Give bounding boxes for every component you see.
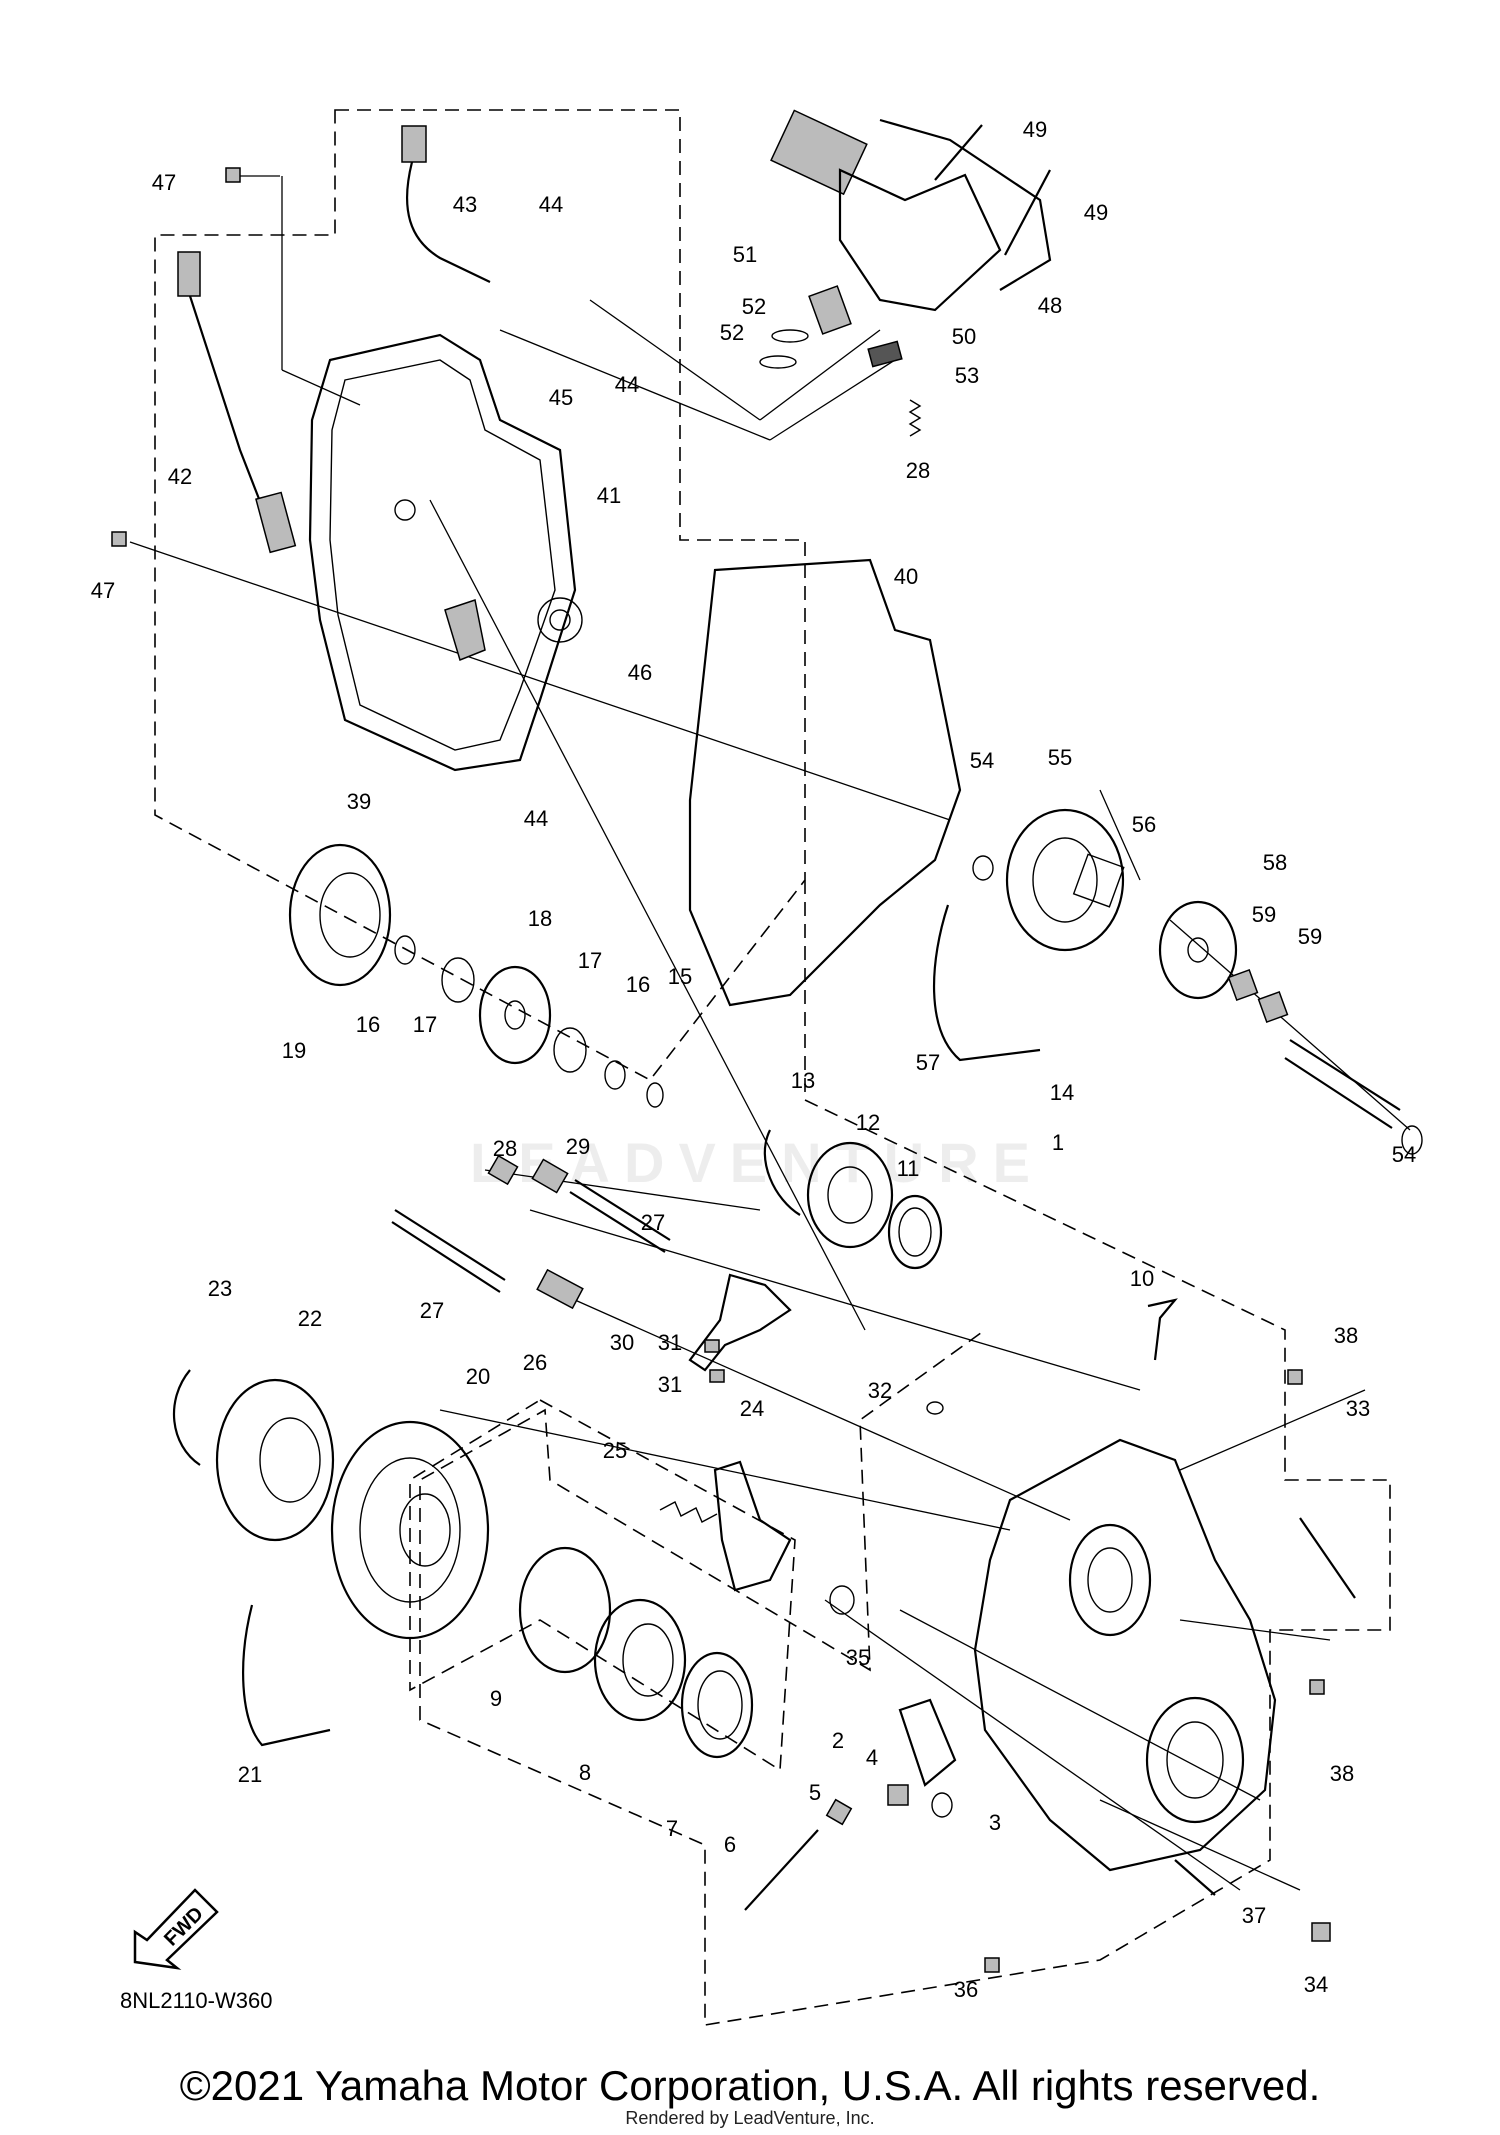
part-callout-55: 55 <box>1048 745 1072 770</box>
drive-chain-lower <box>242 1604 331 1747</box>
part-callout-16: 16 <box>356 1012 380 1037</box>
part-callout-59: 59 <box>1298 924 1322 949</box>
part-callout-28: 28 <box>493 1136 517 1161</box>
part-callout-21: 21 <box>238 1762 262 1787</box>
part-callout-7: 7 <box>666 1816 678 1841</box>
part-callout-56: 56 <box>1132 812 1156 837</box>
forward-direction-arrow: FWD <box>133 1888 219 1970</box>
part-callout-38: 38 <box>1334 1323 1358 1348</box>
part-callout-24: 24 <box>740 1396 764 1421</box>
part-callout-29: 29 <box>566 1134 590 1159</box>
drive-chain-upper <box>933 904 1041 1062</box>
part-callout-39: 39 <box>347 789 371 814</box>
part-callout-6: 6 <box>724 1832 736 1857</box>
part-callout-13: 13 <box>791 1068 815 1093</box>
bearing-set-boundary <box>409 1399 796 1772</box>
part-callout-59: 59 <box>1252 902 1276 927</box>
part-callout-36: 36 <box>954 1977 978 2002</box>
part-callout-35: 35 <box>846 1645 870 1670</box>
part-callout-50: 50 <box>952 324 976 349</box>
part-callout-47: 47 <box>91 578 115 603</box>
part-callout-38: 38 <box>1330 1761 1354 1786</box>
exploded-parts-diagram: 1234567891011121314151616171718192021222… <box>91 109 1423 2026</box>
gear-case <box>898 1438 1277 1872</box>
part-callout-48: 48 <box>1038 293 1062 318</box>
part-callout-23: 23 <box>208 1276 232 1301</box>
drive-sprocket-set <box>972 808 1423 1155</box>
position-sensor-lead <box>401 125 491 283</box>
part-callout-52: 52 <box>742 294 766 319</box>
part-callout-37: 37 <box>1242 1903 1266 1928</box>
part-callout-43: 43 <box>453 192 477 217</box>
copyright-notice: ©2021 Yamaha Motor Corporation, U.S.A. A… <box>179 2062 1321 2109</box>
part-callout-14: 14 <box>1050 1080 1074 1105</box>
part-callout-30: 30 <box>610 1330 634 1355</box>
part-callout-12: 12 <box>856 1110 880 1135</box>
shift-shafts-and-fork <box>391 1154 792 1383</box>
part-callout-27: 27 <box>641 1210 665 1235</box>
part-callout-10: 10 <box>1130 1266 1154 1291</box>
cover-gasket <box>688 558 962 1007</box>
part-callout-8: 8 <box>579 1760 591 1785</box>
part-callout-44: 44 <box>615 372 639 397</box>
part-callout-44: 44 <box>524 806 548 831</box>
part-callout-18: 18 <box>528 906 552 931</box>
part-callout-41: 41 <box>597 483 621 508</box>
output-gear-set <box>172 1369 490 1640</box>
main-bearings <box>763 1129 943 1270</box>
part-callout-49: 49 <box>1023 117 1047 142</box>
part-callout-46: 46 <box>628 660 652 685</box>
part-callout-49: 49 <box>1084 200 1108 225</box>
part-callout-42: 42 <box>168 464 192 489</box>
part-callout-53: 53 <box>955 363 979 388</box>
part-callout-25: 25 <box>603 1438 627 1463</box>
cover-assembly-boundary <box>154 109 806 1082</box>
gear-assembly-boundary <box>419 880 1391 2026</box>
part-callout-27: 27 <box>420 1298 444 1323</box>
shift-servo-motor <box>759 109 1052 437</box>
part-callout-17: 17 <box>413 1012 437 1037</box>
part-callout-28: 28 <box>906 458 930 483</box>
part-callout-2: 2 <box>832 1728 844 1753</box>
part-callout-32: 32 <box>868 1378 892 1403</box>
part-callout-40: 40 <box>894 564 918 589</box>
part-callout-57: 57 <box>916 1050 940 1075</box>
part-callout-4: 4 <box>866 1745 878 1770</box>
crankcase-cover <box>308 333 583 772</box>
part-callout-52: 52 <box>720 320 744 345</box>
part-callout-15: 15 <box>668 964 692 989</box>
part-callout-44: 44 <box>539 192 563 217</box>
leader-lines <box>129 175 1411 1891</box>
shift-arm <box>659 1460 792 1592</box>
part-callout-3: 3 <box>989 1810 1001 1835</box>
part-callout-54: 54 <box>1392 1142 1416 1167</box>
part-callout-54: 54 <box>970 748 994 773</box>
diagram-code: 8NL2110-W360 <box>120 1988 273 2013</box>
output-bearing-set <box>518 1546 754 1759</box>
part-callout-5: 5 <box>809 1780 821 1805</box>
part-callout-58: 58 <box>1263 850 1287 875</box>
part-callout-31: 31 <box>658 1330 682 1355</box>
part-callout-47: 47 <box>152 170 176 195</box>
part-callout-1: 1 <box>1052 1130 1064 1155</box>
speed-sensor-harness <box>177 251 297 554</box>
part-callout-51: 51 <box>733 242 757 267</box>
part-callout-31: 31 <box>658 1372 682 1397</box>
part-callout-20: 20 <box>466 1364 490 1389</box>
rendered-by-notice: Rendered by LeadVenture, Inc. <box>625 2108 875 2128</box>
part-callout-16: 16 <box>626 972 650 997</box>
fasteners <box>111 124 1356 1973</box>
part-callout-9: 9 <box>490 1686 502 1711</box>
part-callout-19: 19 <box>282 1038 306 1063</box>
part-callout-11: 11 <box>897 1156 920 1181</box>
part-callout-26: 26 <box>523 1350 547 1375</box>
part-callout-45: 45 <box>549 385 573 410</box>
part-callout-33: 33 <box>1346 1396 1370 1421</box>
part-callout-22: 22 <box>298 1306 322 1331</box>
primary-gear-set <box>288 843 664 1108</box>
part-callout-17: 17 <box>578 948 602 973</box>
part-callout-34: 34 <box>1304 1972 1328 1997</box>
